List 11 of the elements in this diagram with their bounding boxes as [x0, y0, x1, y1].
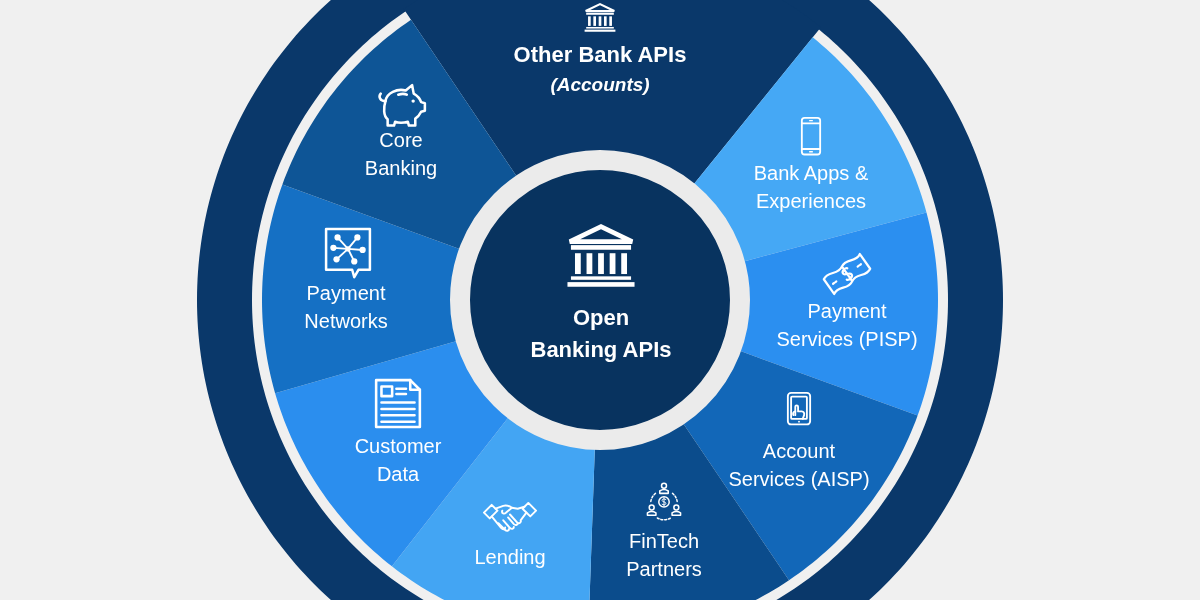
segment-title: Other Bank APIs [513, 42, 687, 67]
segment-subtitle: (Accounts) [550, 74, 650, 95]
segment-label: Payment Networks [304, 282, 388, 332]
segment-label: Bank Apps & Experiences [753, 162, 869, 212]
segment-label: Payment Services (PISP) [776, 300, 918, 350]
hub-label: Open Banking APIs [530, 305, 672, 362]
segment-label: FinTech Partners [626, 530, 702, 580]
segment-label: Lending [474, 546, 546, 568]
segment-label: Core Banking [364, 129, 438, 179]
segment-label: Customer Data [354, 435, 442, 485]
segment-label: Account Services (AISP) [728, 440, 870, 490]
